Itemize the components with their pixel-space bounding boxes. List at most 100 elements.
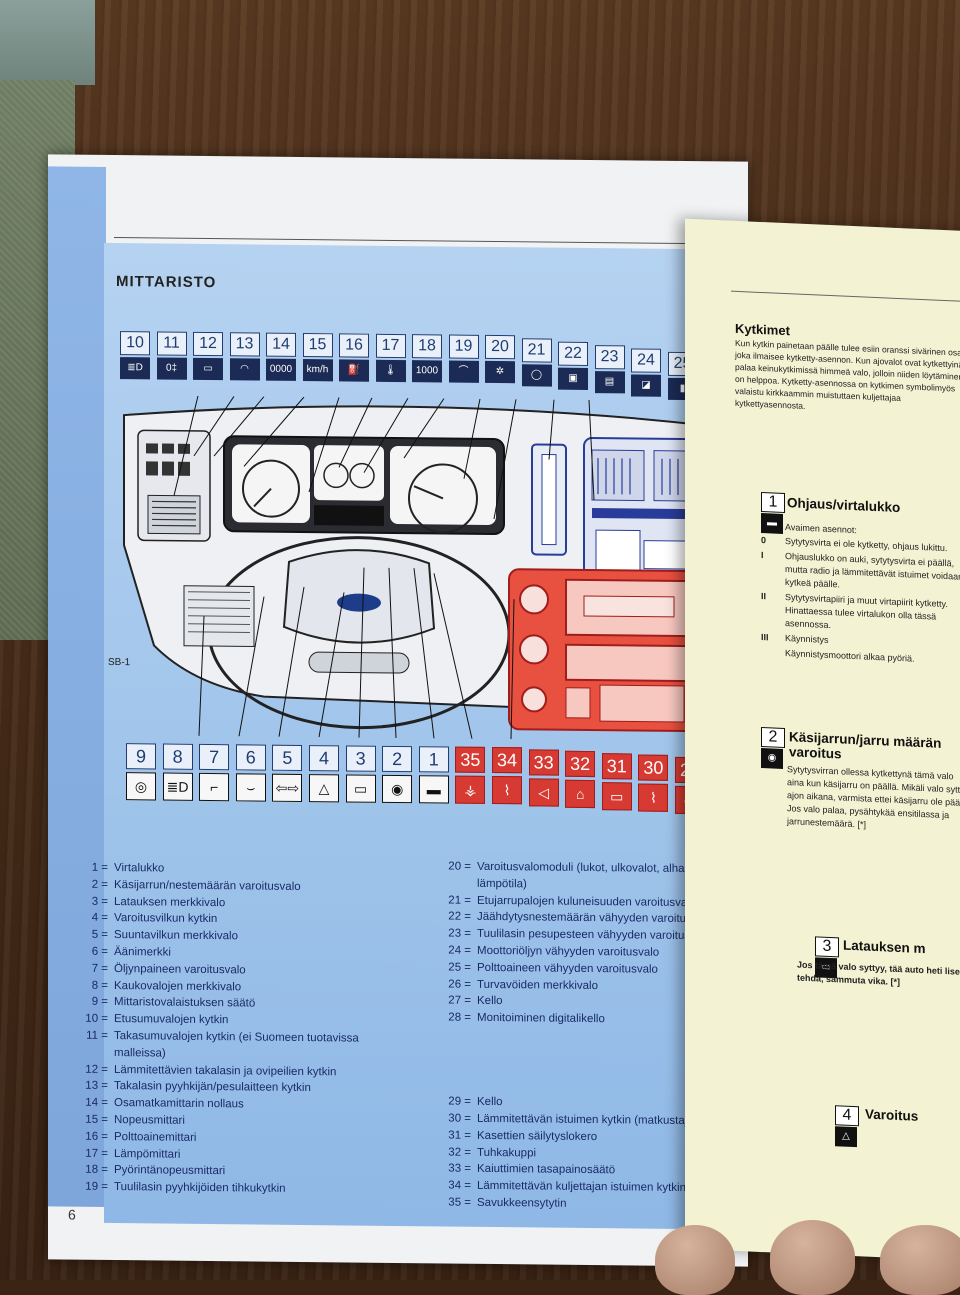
legend-number: 11 = [70, 1028, 114, 1062]
bottom-icon-label: 5 ⇦⇨ [272, 745, 302, 802]
key-position-code: 0 [761, 534, 785, 548]
icon-number: 17 [376, 334, 406, 358]
header-rule [731, 291, 960, 302]
legend-number: 13 = [70, 1078, 114, 1095]
key-position-code: II [761, 590, 785, 630]
section-text-kytkimet: Kun kytkin painetaan päälle tulee esiin … [735, 337, 960, 419]
section-number-box: 2 [761, 727, 785, 748]
top-icon-label: 10≣D [120, 331, 150, 379]
indicator-symbol-icon: ⛽ [339, 359, 369, 381]
bottom-icon-label: 7⌐ [199, 744, 229, 801]
section-title-kasijarru: Käsijarrun/jarru määrän varoitus [789, 729, 960, 767]
bottom-icon-label: 3▭ [346, 745, 376, 802]
legend-number: 31 = [433, 1127, 477, 1144]
icon-number: 18 [412, 334, 442, 358]
icon-number: 32 [565, 751, 595, 777]
legend-number [433, 1077, 477, 1094]
legend-number: 24 = [433, 942, 477, 959]
dashboard-illustration [114, 395, 734, 741]
icon-number: 33 [529, 749, 559, 775]
top-icon-label: 19⌒ [449, 335, 479, 383]
icon-number: 7 [199, 744, 229, 770]
icon-number: 15 [303, 333, 333, 357]
key-position-code: III [761, 631, 785, 645]
bottom-icon-label: 34 ⌇ [492, 747, 522, 804]
legend-number: 34 = [433, 1178, 477, 1195]
icon-number: 30 [638, 755, 668, 781]
legend-number: 22 = [433, 909, 477, 926]
icon-number: 12 [193, 332, 223, 356]
indicator-symbol-icon: ✲ [485, 361, 515, 383]
icon-number: 8 [163, 744, 193, 770]
bottom-icon-label: 32⌂ [565, 751, 595, 808]
legend-number: 7 = [70, 960, 114, 977]
key-position-code: I [761, 549, 785, 589]
icon-number: 10 [120, 331, 150, 355]
indicator-symbol-icon: ▣ [558, 368, 588, 390]
bottom-icon-label: 6⌣ [236, 744, 266, 801]
legend-number: 17 = [70, 1145, 114, 1162]
control-symbol-icon: ≣D [163, 773, 193, 801]
legend-number: 1 = [70, 860, 114, 877]
section-title-ohjaus: Ohjaus/virtalukko [787, 495, 900, 515]
indicator-symbol-icon: ◪ [631, 374, 661, 396]
control-symbol-icon: ⌇ [492, 776, 522, 804]
icon-number: 5 [272, 745, 302, 771]
bottom-icon-label: 2◉ [382, 746, 412, 803]
control-symbol-icon: ⇦⇨ [272, 774, 302, 802]
bottom-icon-label: 8 ≣D [163, 744, 193, 801]
icon-number: 34 [492, 747, 522, 773]
icon-number: 35 [455, 747, 485, 773]
icon-number: 3 [346, 745, 376, 771]
bottom-icon-label: 4△ [309, 745, 339, 802]
section-number-box: 4 [835, 1105, 859, 1126]
control-symbol-icon: ⚶ [455, 776, 485, 804]
legend-number: 16 = [70, 1128, 114, 1145]
icon-number: 14 [266, 333, 296, 357]
legend-number: 33 = [433, 1161, 477, 1178]
key-position-text: Sytytysvirtapiiri ja muut virtapiirit ky… [785, 591, 960, 638]
key-icon: ▬ [761, 513, 783, 534]
bottom-icon-label: 1▬ [419, 746, 449, 803]
icon-number: 22 [558, 342, 588, 366]
top-icon-label: 12▭ [193, 332, 223, 380]
indicator-symbol-icon: ⌒ [449, 361, 479, 383]
indicator-symbol-icon: km/h [303, 359, 333, 381]
top-icon-label: 16⛽ [339, 333, 369, 381]
indicator-symbol-icon: ▤ [595, 371, 625, 393]
legend-number: 25 = [433, 959, 477, 976]
icon-number: 13 [230, 332, 260, 356]
section-text-lataus: Jos tämä valo syttyy, tää auto heti lise… [797, 959, 960, 993]
legend-number: 8 = [70, 977, 114, 994]
indicator-symbol-icon: 1000 [412, 360, 442, 382]
section-title-varoitus: Varoitus [865, 1107, 918, 1124]
top-icon-label: 20✲ [485, 335, 515, 383]
legend-number: 10 = [70, 1011, 114, 1028]
icon-number: 19 [449, 335, 479, 359]
legend-number: 27 = [433, 993, 477, 1010]
legend-number: 9 = [70, 994, 114, 1011]
legend-number: 35 = [433, 1194, 477, 1211]
legend-item: 11 =Takasumuvalojen kytkin (ei Suomeen t… [70, 1028, 410, 1065]
control-symbol-icon: ▬ [419, 775, 449, 803]
legend-number: 21 = [433, 892, 477, 909]
control-symbol-icon: ◁ [529, 778, 559, 806]
legend-number: 12 = [70, 1061, 114, 1078]
indicator-symbol-icon: ≣D [120, 357, 150, 379]
icon-number: 4 [309, 745, 339, 771]
legend-number: 15 = [70, 1112, 114, 1129]
control-symbol-icon: ▭ [602, 782, 632, 810]
section-number-box: 3 [815, 936, 839, 957]
control-symbol-icon: ⌐ [199, 773, 229, 801]
section-number-box: 1 [761, 492, 785, 513]
hazard-warning-icon: △ [835, 1126, 857, 1147]
legend-item: 19 =Tuulilasin pyyhkijöiden tihkukytkin [70, 1179, 410, 1199]
icon-number: 16 [339, 333, 369, 357]
icon-number: 9 [126, 743, 156, 769]
